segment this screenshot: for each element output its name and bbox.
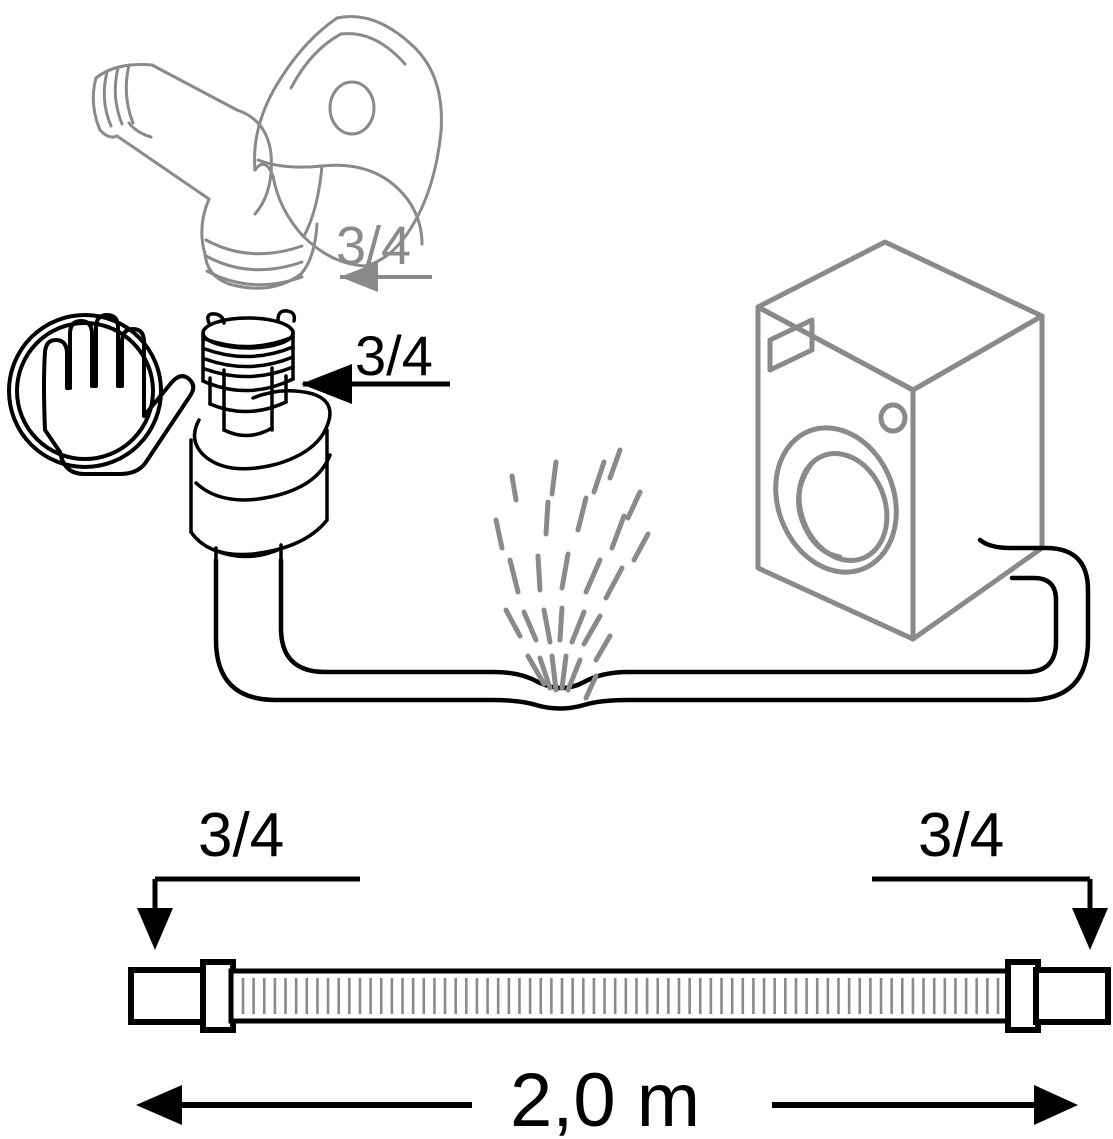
tap-callout-arrow	[340, 262, 432, 292]
hose-left-thread-label: 3/4	[198, 801, 284, 870]
hose-ribs	[241, 978, 1000, 1014]
angle-valve-tap	[91, 15, 443, 290]
hose-length-label: 2,0 m	[510, 1058, 700, 1139]
installed-hose-route	[213, 537, 1091, 711]
water-leak-spray	[493, 447, 651, 701]
washing-machine	[755, 239, 1045, 642]
hand-tighten-symbol	[7, 313, 196, 476]
aquastop-coupling	[189, 309, 332, 566]
hose-product-view	[128, 959, 1111, 1033]
hose-left-callout-arrow	[137, 876, 360, 950]
length-dimension-arrow	[136, 1085, 1078, 1125]
tap-thread-label: 3/4	[336, 216, 411, 276]
hose-right-callout-arrow	[872, 876, 1108, 950]
coupling-thread-label: 3/4	[355, 324, 433, 387]
coupling-callout-arrow	[301, 364, 450, 404]
hose-right-thread-label: 3/4	[918, 801, 1004, 870]
